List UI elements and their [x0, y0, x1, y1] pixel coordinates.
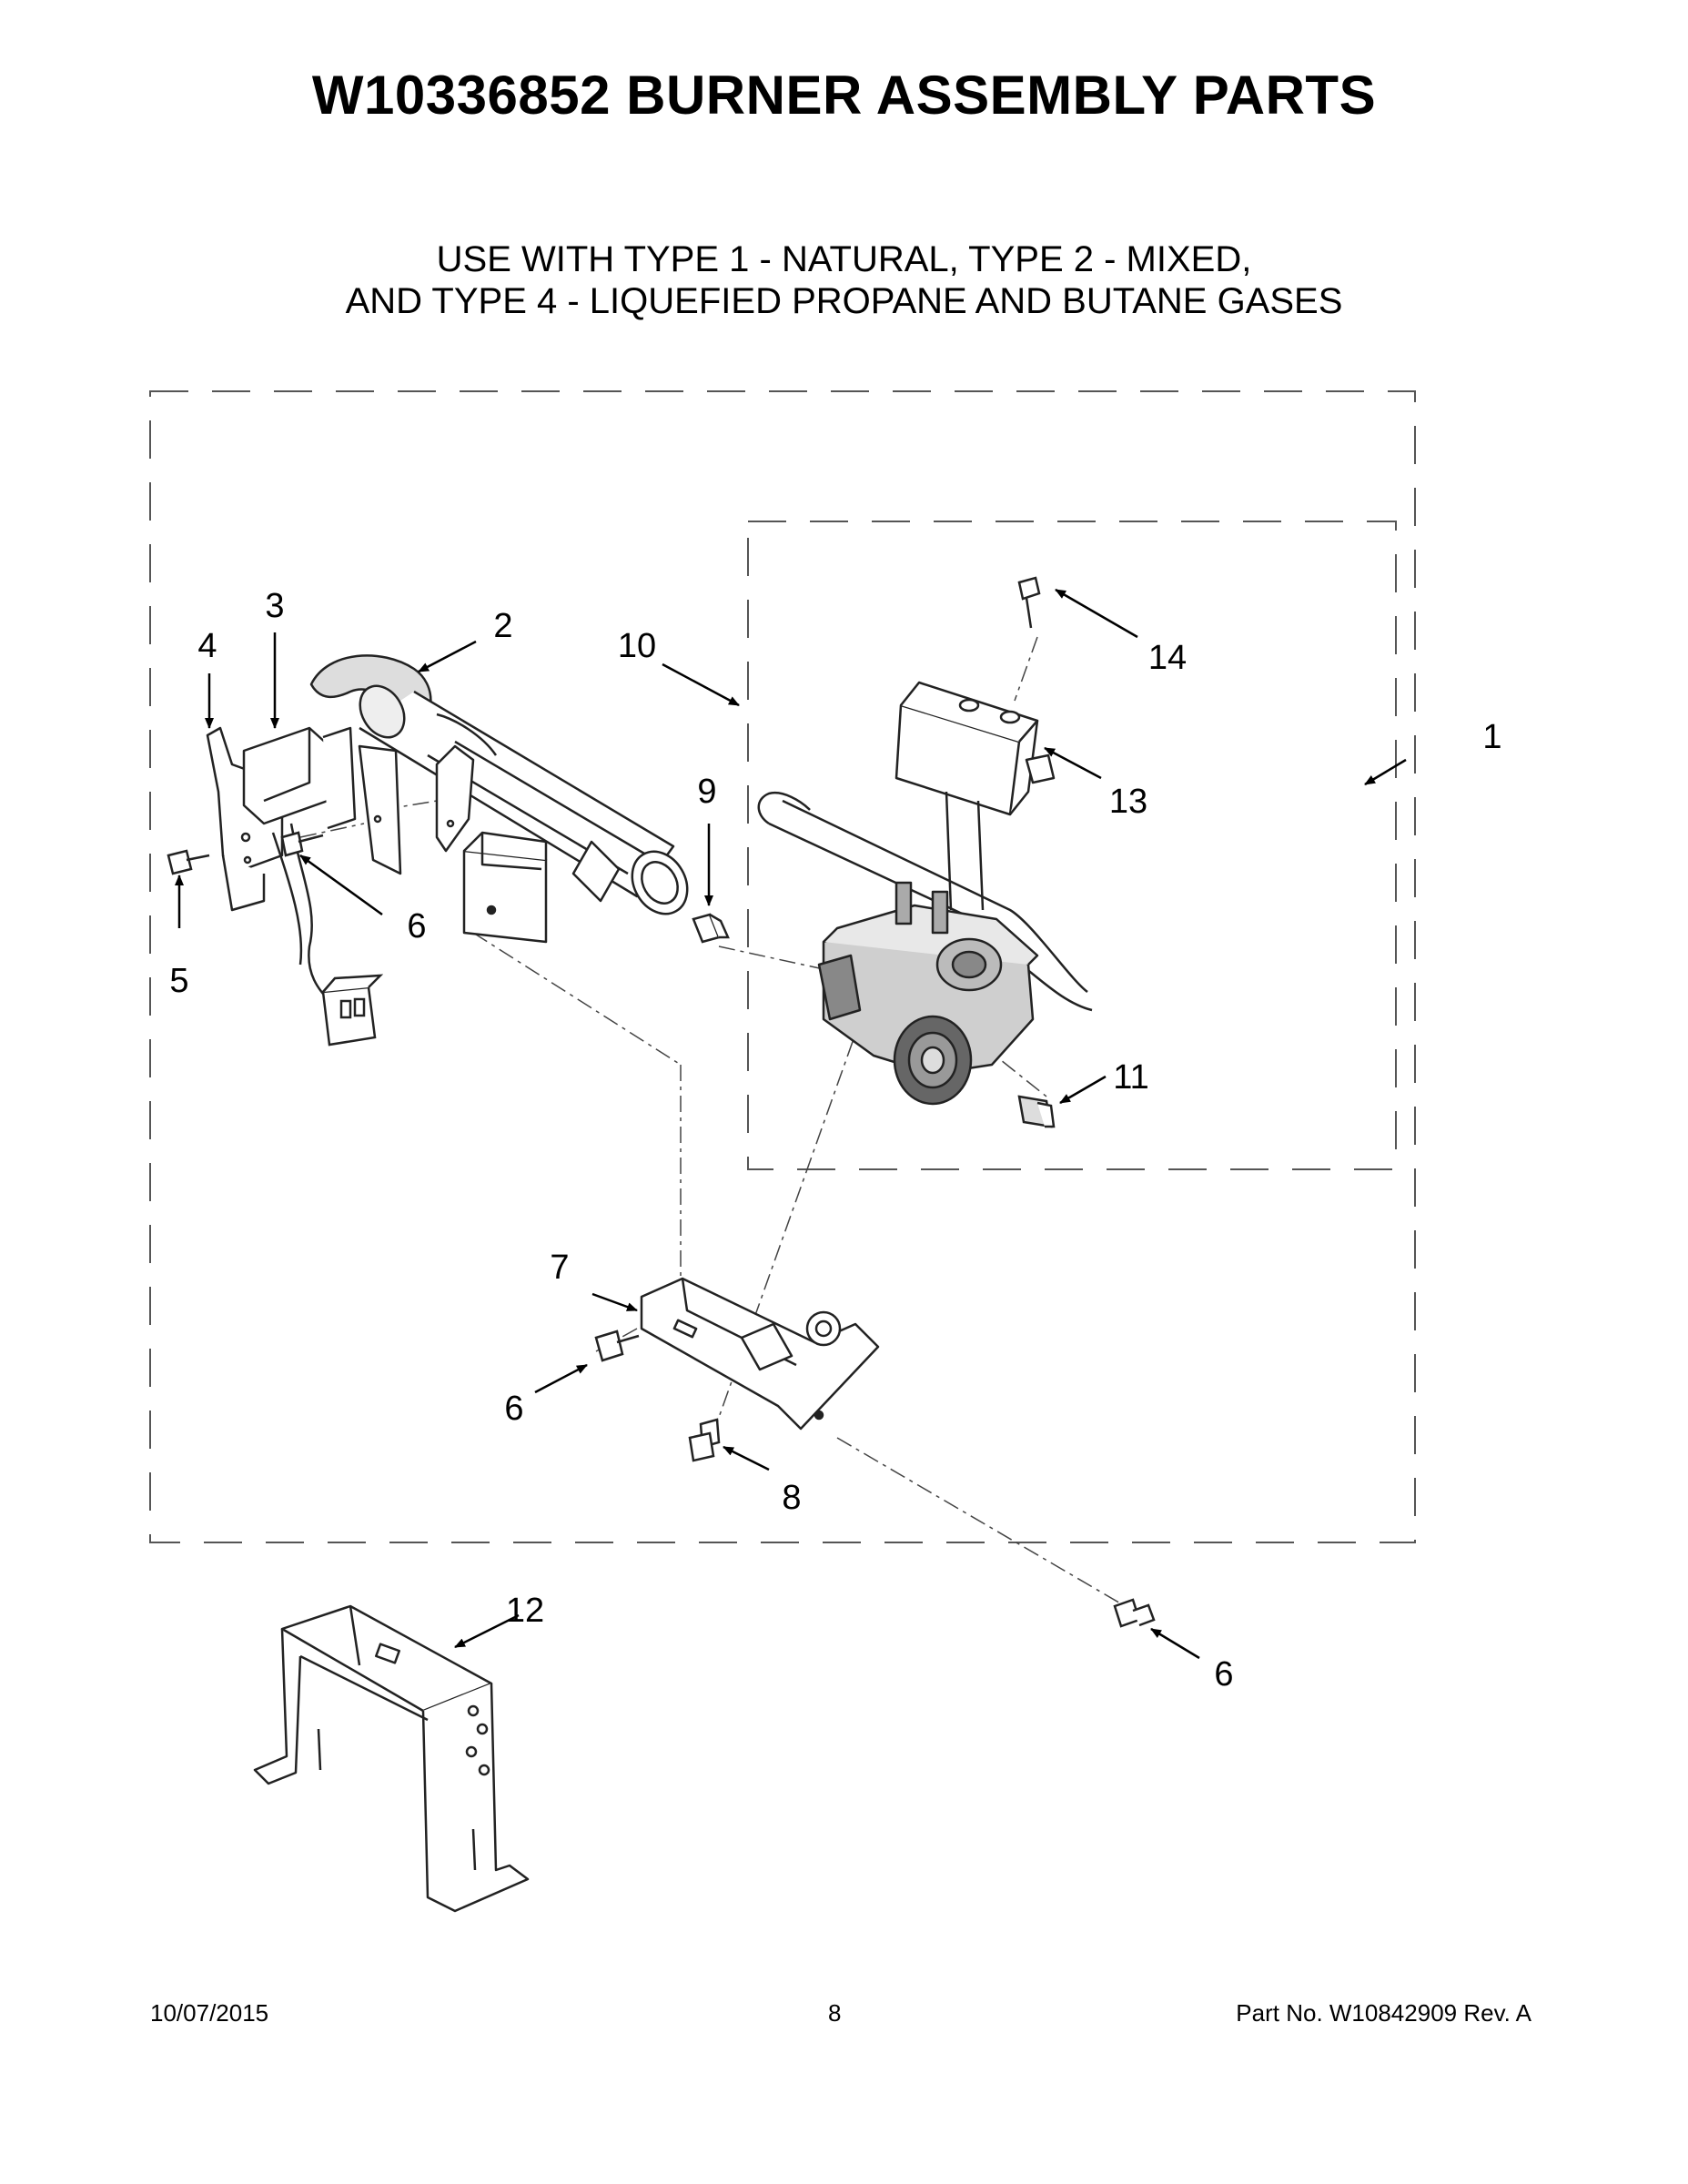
callout-6a: 6: [407, 907, 426, 945]
screw-part-14: [1017, 576, 1041, 629]
support-bracket-part-12: [253, 1604, 530, 1913]
callout-9: 9: [697, 773, 716, 811]
gas-type-subtitle: USE WITH TYPE 1 - NATURAL, TYPE 2 - MIXE…: [0, 238, 1688, 322]
assembly-boundary-outer: [149, 390, 1416, 1543]
callout-6c: 6: [1214, 1655, 1233, 1694]
callout-2: 2: [493, 607, 512, 645]
footer-date: 10/07/2015: [150, 1999, 269, 2027]
callout-6b: 6: [504, 1390, 523, 1428]
page-title: W10336852 BURNER ASSEMBLY PARTS: [311, 65, 1377, 126]
callout-7: 7: [550, 1249, 569, 1287]
solenoid-coil-part-13: [895, 681, 1056, 911]
callout-1: 1: [1482, 718, 1501, 756]
flame-sensor-part-3: [242, 726, 357, 1011]
screw-part-8: [688, 1418, 721, 1462]
subtitle-line-1: USE WITH TYPE 1 - NATURAL, TYPE 2 - MIXE…: [436, 239, 1252, 279]
callout-10: 10: [618, 627, 656, 665]
screw-part-5: [167, 849, 210, 875]
plug-part-11: [1017, 1095, 1056, 1128]
callout-14: 14: [1148, 639, 1187, 677]
burner-tube-part-2: [309, 654, 689, 915]
orifice-part-9: [692, 913, 730, 944]
callout-3: 3: [265, 587, 284, 625]
footer-page-number: 8: [828, 1999, 842, 2027]
callout-13: 13: [1109, 783, 1147, 821]
subtitle-line-2: AND TYPE 4 - LIQUEFIED PROPANE AND BUTAN…: [345, 281, 1343, 321]
gas-valve-part-10: [757, 791, 1093, 1106]
callout-arrows: [175, 588, 1407, 1660]
footer-part-number: Part No. W10842909 Rev. A: [1236, 1999, 1531, 2027]
callout-12: 12: [506, 1592, 544, 1630]
callout-4: 4: [197, 627, 217, 665]
screw-part-6-middle: [594, 1330, 640, 1362]
valve-bracket-part-7: [640, 1277, 880, 1431]
screw-part-6-lower: [1113, 1598, 1156, 1628]
callout-5: 5: [169, 962, 188, 1000]
callout-11: 11: [1113, 1058, 1148, 1097]
igniter-plate: [462, 831, 548, 944]
valve-assembly-boundary: [747, 521, 1397, 1170]
callout-8: 8: [782, 1479, 801, 1517]
wire-connector: [321, 974, 384, 1046]
screw-part-6-upper: [280, 831, 324, 857]
